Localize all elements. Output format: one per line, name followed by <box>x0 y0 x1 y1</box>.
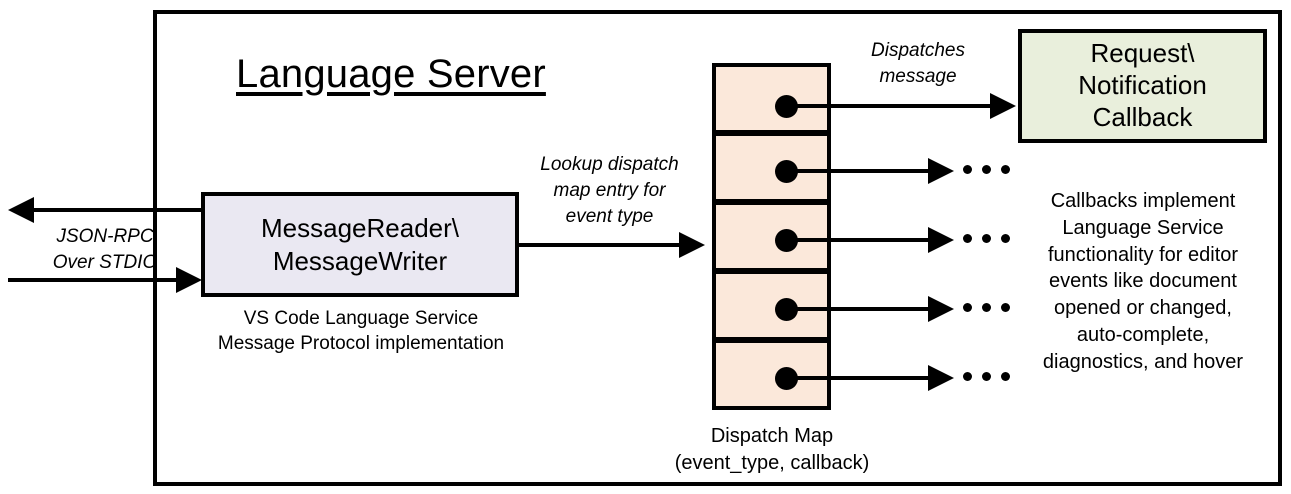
dispatch-edge-line-3 <box>790 238 930 242</box>
dispatch-ellipsis-2 <box>963 165 1010 174</box>
request-notification-callback-node[interactable]: Request\ Notification Callback <box>1018 29 1267 143</box>
inbound-rpc-arrowhead <box>176 267 202 293</box>
dispatch-edge-line-2 <box>790 169 930 173</box>
dispatch-ellipsis-5 <box>963 372 1010 381</box>
dispatch-map-entry-2[interactable] <box>712 132 831 203</box>
dispatch-entry-dot-1 <box>775 95 798 118</box>
outbound-rpc-line <box>34 208 220 212</box>
inbound-rpc-line <box>8 278 178 282</box>
dispatch-edge-label: Dispatches message <box>871 40 965 87</box>
lookup-edge-arrowhead <box>679 232 705 258</box>
dispatch-map-entry-3[interactable] <box>712 201 831 272</box>
dispatch-edge-arrowhead-2 <box>928 158 954 184</box>
dispatch-edge-arrowhead-1 <box>990 93 1016 119</box>
language-server-container <box>153 10 1282 486</box>
dispatch-map-entry-5[interactable] <box>712 339 831 410</box>
message-reader-writer-caption: VS Code Language Service Message Protoco… <box>217 308 505 355</box>
request-notification-callback-caption: Callbacks implement Language Service fun… <box>1042 190 1244 373</box>
dispatch-entry-dot-2 <box>775 160 798 183</box>
dispatch-edge-arrowhead-3 <box>928 227 954 253</box>
dispatch-entry-dot-3 <box>775 229 798 252</box>
request-notification-callback-label: Request\ Notification Callback <box>1078 38 1207 132</box>
dispatch-entry-dot-5 <box>775 367 798 390</box>
json-rpc-channel-label: JSON-RPC Over STDIO <box>52 226 158 273</box>
dispatch-map-entry-4[interactable] <box>712 270 831 341</box>
dispatch-map-table[interactable] <box>712 63 831 415</box>
lookup-edge-label: Lookup dispatch map entry for event type <box>540 154 679 227</box>
message-reader-writer-label: MessageReader\ MessageWriter <box>261 213 459 276</box>
lookup-edge-line <box>519 243 681 247</box>
message-reader-writer-node[interactable]: MessageReader\ MessageWriter <box>201 192 519 297</box>
dispatch-map-entry-1[interactable] <box>712 63 831 134</box>
dispatch-edge-line-4 <box>790 307 930 311</box>
dispatch-edge-arrowhead-5 <box>928 365 954 391</box>
dispatch-edge-line-5 <box>790 376 930 380</box>
dispatch-entry-dot-4 <box>775 298 798 321</box>
page-title: Language Server <box>236 52 546 96</box>
dispatch-map-caption: Dispatch Map (event_type, callback) <box>674 425 870 474</box>
dispatch-edge-arrowhead-4 <box>928 296 954 322</box>
dispatch-ellipsis-4 <box>963 303 1010 312</box>
dispatch-edge-line-1 <box>790 104 992 108</box>
dispatch-ellipsis-3 <box>963 234 1010 243</box>
outbound-rpc-arrowhead <box>8 197 34 223</box>
